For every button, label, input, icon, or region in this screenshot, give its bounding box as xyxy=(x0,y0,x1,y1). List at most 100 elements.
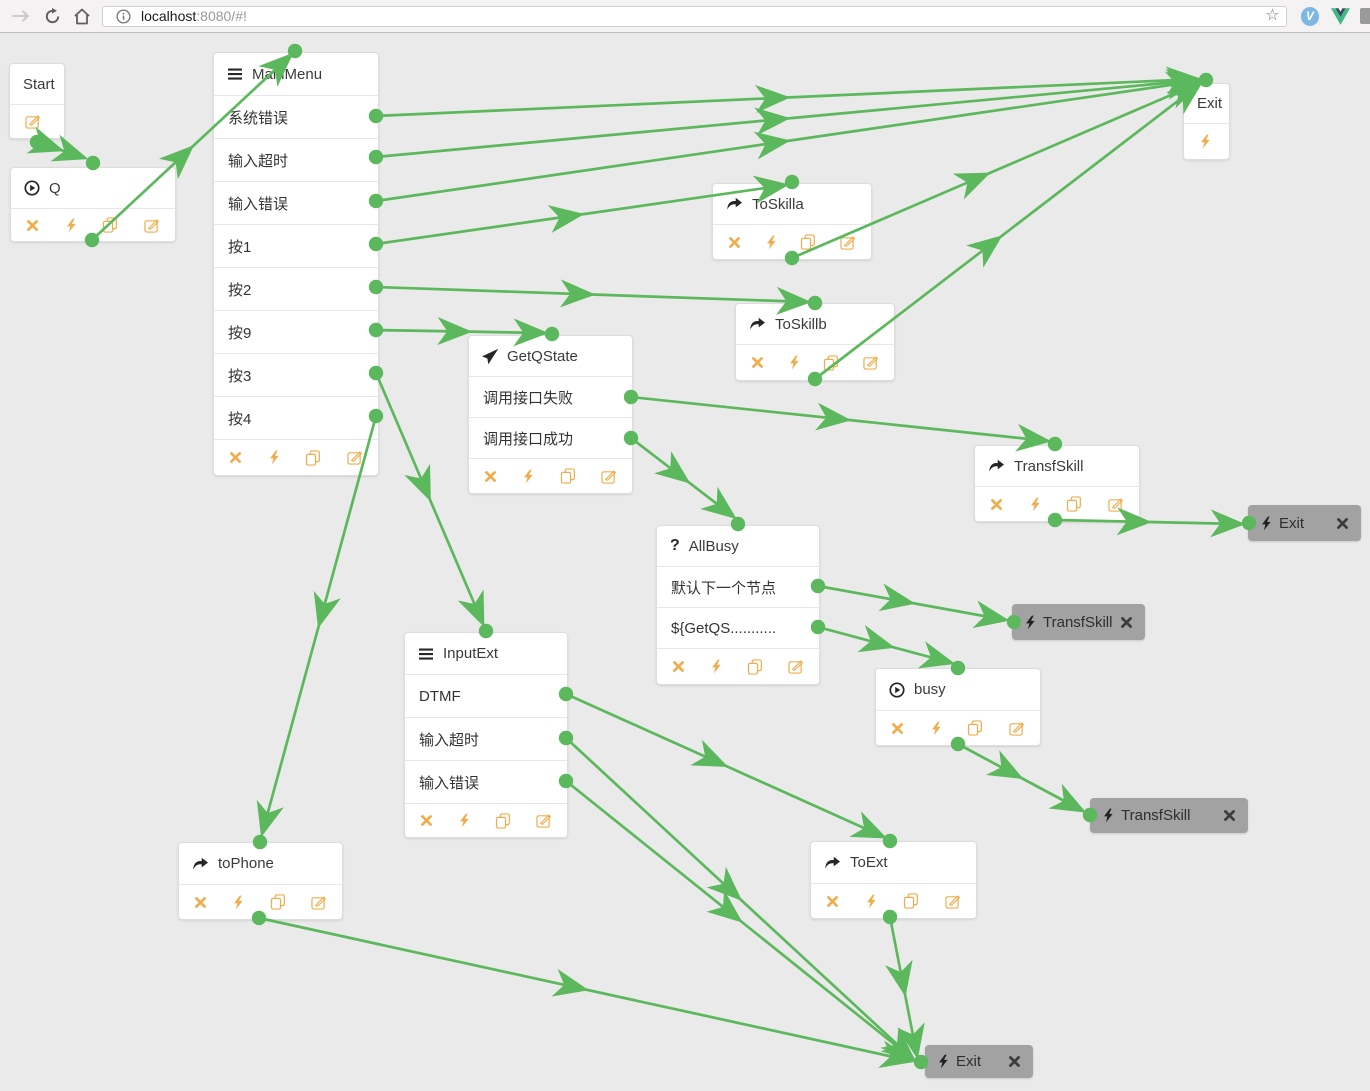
copy-node-icon[interactable] xyxy=(560,468,576,484)
lightning-icon[interactable] xyxy=(930,721,942,736)
copy-node-icon[interactable] xyxy=(967,720,983,736)
port-dot[interactable] xyxy=(882,833,898,849)
port-dot[interactable] xyxy=(623,389,639,405)
edit-node-icon[interactable] xyxy=(1108,497,1124,512)
port-dot[interactable] xyxy=(807,295,823,311)
delete-node-icon[interactable] xyxy=(26,219,39,232)
port-dot[interactable] xyxy=(1006,614,1022,630)
delete-node-icon[interactable] xyxy=(672,660,685,673)
copy-node-icon[interactable] xyxy=(1066,496,1082,512)
port-dot[interactable] xyxy=(784,250,800,266)
delete-node-icon[interactable] xyxy=(194,896,207,909)
edit-node-icon[interactable] xyxy=(840,235,856,250)
node-item-mainmenu-2[interactable]: 输入错误 xyxy=(214,181,378,224)
delete-node-icon[interactable] xyxy=(728,236,741,249)
delete-node-icon[interactable] xyxy=(891,722,904,735)
node-toskillb[interactable]: ToSkillb xyxy=(735,303,895,381)
port-dot[interactable] xyxy=(882,909,898,925)
lightning-icon[interactable] xyxy=(1029,497,1041,512)
delete-node-icon[interactable] xyxy=(229,451,242,464)
port-dot[interactable] xyxy=(1198,72,1214,88)
node-item-getqstate-1[interactable]: 调用接口成功 xyxy=(469,417,632,458)
delete-node-icon[interactable] xyxy=(990,498,1003,511)
port-dot[interactable] xyxy=(85,155,101,171)
address-bar[interactable]: localhost:8080/#! ☆ xyxy=(102,4,1287,28)
lightning-icon[interactable] xyxy=(65,218,77,233)
lightning-icon[interactable] xyxy=(268,450,280,465)
delete-node-icon[interactable] xyxy=(751,356,764,369)
node-item-mainmenu-1[interactable]: 输入超时 xyxy=(214,138,378,181)
node-transfskill[interactable]: TransfSkill xyxy=(974,445,1140,522)
forward-arrow-icon[interactable] xyxy=(8,4,32,28)
node-item-mainmenu-4[interactable]: 按2 xyxy=(214,267,378,310)
port-dot[interactable] xyxy=(913,1054,929,1070)
copy-node-icon[interactable] xyxy=(823,354,839,371)
node-item-mainmenu-5[interactable]: 按9 xyxy=(214,310,378,353)
node-exit-top[interactable]: Exit xyxy=(1183,83,1230,160)
lightning-icon[interactable] xyxy=(1199,134,1211,149)
delete-node-icon[interactable] xyxy=(484,470,497,483)
lightning-icon[interactable] xyxy=(232,895,244,910)
lightning-icon[interactable] xyxy=(522,469,534,484)
port-dot[interactable] xyxy=(1047,436,1063,452)
node-item-inputext-2[interactable]: 输入错误 xyxy=(405,760,567,803)
edit-node-icon[interactable] xyxy=(788,659,804,674)
port-dot[interactable] xyxy=(950,736,966,752)
port-dot[interactable] xyxy=(950,660,966,676)
node-start[interactable]: Start xyxy=(9,63,65,139)
port-dot[interactable] xyxy=(368,279,384,295)
port-dot[interactable] xyxy=(1241,515,1257,531)
port-dot[interactable] xyxy=(558,686,574,702)
port-dot[interactable] xyxy=(252,834,268,850)
close-icon[interactable] xyxy=(1008,1055,1021,1068)
edit-node-icon[interactable] xyxy=(144,218,160,233)
node-item-allbusy-0[interactable]: 默认下一个节点 xyxy=(657,566,819,607)
edit-node-icon[interactable] xyxy=(536,813,552,828)
edit-node-icon[interactable] xyxy=(863,355,879,370)
node-busy[interactable]: busy xyxy=(875,668,1041,746)
port-dot[interactable] xyxy=(368,408,384,424)
lightning-icon[interactable] xyxy=(788,355,800,370)
lightning-icon[interactable] xyxy=(765,235,777,250)
node-item-mainmenu-6[interactable]: 按3 xyxy=(214,353,378,396)
node-item-allbusy-1[interactable]: ${GetQS........... xyxy=(657,607,819,648)
delete-node-icon[interactable] xyxy=(826,895,839,908)
copy-node-icon[interactable] xyxy=(305,449,321,466)
port-dot[interactable] xyxy=(1082,807,1098,823)
edit-node-icon[interactable] xyxy=(25,114,41,129)
port-dot[interactable] xyxy=(29,134,45,150)
port-dot[interactable] xyxy=(251,910,267,926)
edit-node-icon[interactable] xyxy=(1009,721,1025,736)
delete-node-icon[interactable] xyxy=(420,814,433,827)
edit-node-icon[interactable] xyxy=(311,895,327,910)
node-item-mainmenu-7[interactable]: 按4 xyxy=(214,396,378,439)
port-dot[interactable] xyxy=(558,730,574,746)
port-dot[interactable] xyxy=(558,773,574,789)
edit-node-icon[interactable] xyxy=(601,469,617,484)
port-dot[interactable] xyxy=(368,193,384,209)
home-icon[interactable] xyxy=(70,4,94,28)
extension-icon-blue[interactable]: V xyxy=(1300,6,1320,26)
lightning-icon[interactable] xyxy=(865,894,877,909)
close-icon[interactable] xyxy=(1336,517,1349,530)
copy-node-icon[interactable] xyxy=(800,234,816,250)
page-info-icon[interactable] xyxy=(111,4,135,28)
copy-node-icon[interactable] xyxy=(270,894,286,910)
port-dot[interactable] xyxy=(368,236,384,252)
port-dot[interactable] xyxy=(623,430,639,446)
node-toskilla[interactable]: ToSkilla xyxy=(712,183,872,260)
reload-icon[interactable] xyxy=(40,4,64,28)
edit-node-icon[interactable] xyxy=(945,894,961,909)
node-item-inputext-1[interactable]: 输入超时 xyxy=(405,717,567,760)
edit-node-icon[interactable] xyxy=(347,450,363,465)
close-icon[interactable] xyxy=(1120,616,1133,629)
port-dot[interactable] xyxy=(368,149,384,165)
node-transfskill-gray1[interactable]: TransfSkill xyxy=(1012,604,1145,640)
port-dot[interactable] xyxy=(784,174,800,190)
node-item-inputext-0[interactable]: DTMF xyxy=(405,674,567,717)
